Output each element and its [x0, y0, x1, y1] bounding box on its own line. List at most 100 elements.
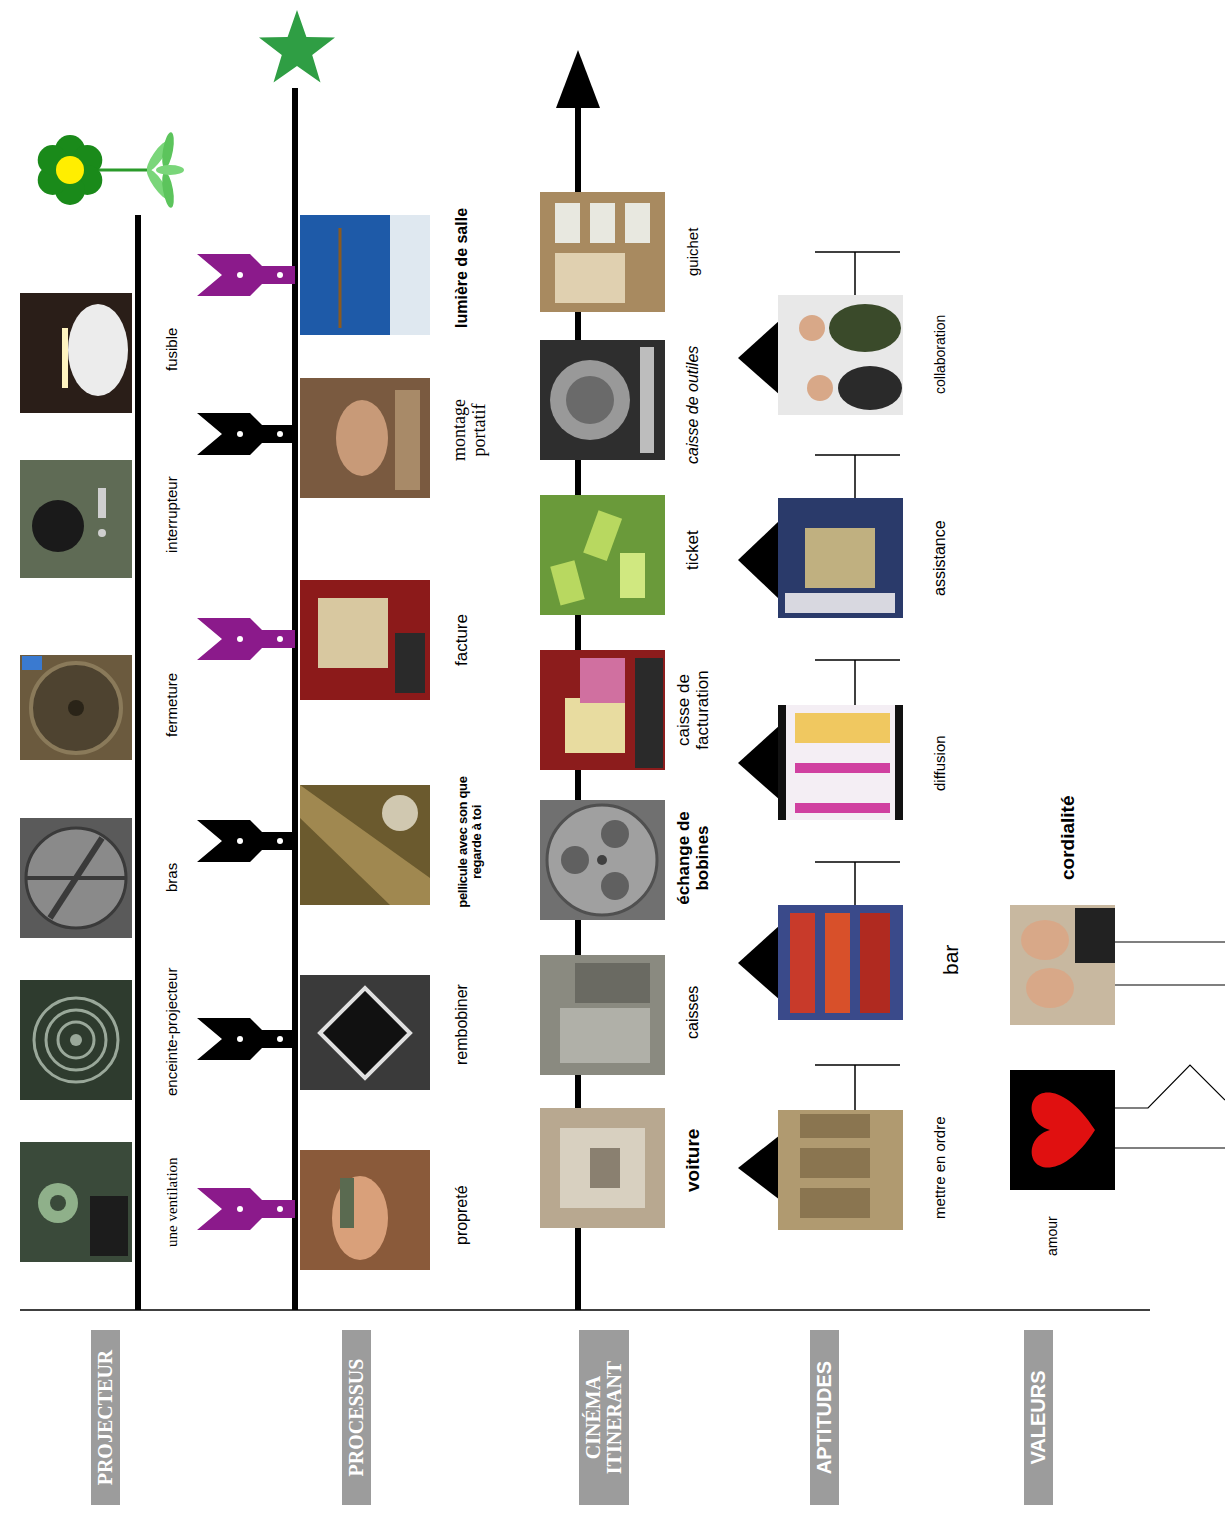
- row-label-text: CINÉMA ITINERANT: [583, 1338, 625, 1497]
- camera-symbol: [738, 1135, 780, 1200]
- photo-detail: [829, 304, 901, 352]
- photo: [540, 192, 665, 312]
- photo-detail: [339, 228, 342, 328]
- photo-caption: facture: [453, 614, 472, 666]
- bracket: [815, 659, 900, 661]
- photo-detail: [382, 795, 418, 831]
- photo-detail: [635, 658, 663, 768]
- photo: [540, 1108, 665, 1228]
- row-label: PROCESSUS: [342, 1330, 371, 1505]
- photo: [20, 980, 132, 1100]
- photo-detail: [68, 700, 84, 716]
- photo-caption: voiture: [683, 1129, 704, 1192]
- photo-detail: [98, 488, 106, 518]
- photo-detail: [560, 1128, 645, 1208]
- clothes-peg: [197, 1018, 295, 1060]
- photo-detail: [395, 390, 420, 490]
- photo-detail: [98, 529, 106, 537]
- flower-leaf: [160, 131, 176, 168]
- peg-dot: [277, 431, 283, 437]
- photo-detail: [332, 1176, 388, 1260]
- wire: [1115, 984, 1225, 985]
- camera-symbol: [738, 520, 780, 600]
- peg-dot: [277, 636, 283, 642]
- row-label-text: PROCESSUS: [346, 1338, 367, 1497]
- peg-dot: [277, 1206, 283, 1212]
- photo-detail: [550, 360, 630, 440]
- wire: [1115, 1065, 1225, 1108]
- photo-detail: [561, 846, 589, 874]
- photo-detail: [50, 1195, 66, 1211]
- photo-caption: bras: [164, 863, 181, 892]
- row-label: VALEURS: [1024, 1330, 1053, 1505]
- photo-detail: [800, 1114, 870, 1138]
- photo-caption: pellicule avec son que regarde à toi: [456, 753, 485, 931]
- bracket: [854, 455, 856, 498]
- bracket: [854, 660, 856, 705]
- timeline-axis: [135, 215, 141, 1310]
- photo: [300, 580, 430, 700]
- photo-detail: [70, 1034, 82, 1046]
- goal-star: [259, 10, 335, 82]
- photo-detail: [860, 913, 890, 1013]
- photo: [1010, 1070, 1115, 1190]
- peg-dot: [237, 1206, 243, 1212]
- photo-detail: [795, 713, 890, 743]
- photo-detail: [805, 528, 875, 588]
- clothes-peg: [197, 413, 295, 455]
- photo: [540, 495, 665, 615]
- peg-dot: [277, 838, 283, 844]
- wire: [1115, 1147, 1225, 1148]
- photo: [540, 800, 665, 920]
- wire: [1115, 941, 1225, 942]
- photo: [20, 818, 132, 938]
- photo-detail: [68, 304, 128, 396]
- photo-detail: [318, 598, 388, 668]
- row-label: APTITUDES: [810, 1330, 839, 1505]
- photo-detail: [799, 315, 825, 341]
- photo-detail: [34, 998, 118, 1082]
- row-label: CINÉMA ITINERANT: [579, 1330, 629, 1505]
- photo: [778, 905, 903, 1020]
- bracket: [815, 251, 900, 253]
- bracket: [815, 1064, 900, 1066]
- flower-leaf: [160, 171, 176, 208]
- photo-detail: [601, 820, 629, 848]
- photo-detail: [555, 203, 580, 243]
- row-label: PROJECTEUR: [91, 1330, 120, 1505]
- photo-detail: [800, 1188, 870, 1218]
- photo-caption: caisses: [684, 986, 702, 1039]
- photo-detail: [320, 988, 410, 1078]
- clothes-peg: [197, 820, 295, 862]
- photo-detail: [580, 658, 625, 703]
- photo: [300, 378, 430, 498]
- photo: [540, 340, 665, 460]
- photo-caption: interrupteur: [164, 476, 181, 553]
- arrow-head: [556, 50, 600, 108]
- photo-caption: enceinte-projecteur: [164, 968, 181, 1096]
- photo-detail: [22, 656, 42, 670]
- photo-detail: [1075, 908, 1115, 963]
- photo: [540, 955, 665, 1075]
- row-divider: [20, 1309, 1150, 1311]
- photo-caption: lumière de salle: [453, 208, 471, 328]
- photo-caption: ticket: [684, 530, 703, 570]
- photo-detail: [555, 253, 625, 303]
- photo-caption: une ventilation: [164, 1157, 181, 1247]
- photo-caption: cordialité: [1058, 796, 1079, 880]
- flower-leaf: [156, 165, 184, 175]
- photo-detail: [1021, 920, 1069, 960]
- photo-caption: assistance: [931, 520, 949, 596]
- photo-caption: mettre en ordre: [932, 1116, 949, 1219]
- photo-detail: [785, 593, 895, 613]
- photo: [300, 785, 430, 905]
- photo-detail: [550, 560, 585, 605]
- bracket: [854, 1065, 856, 1110]
- photo-detail: [620, 553, 645, 598]
- row-label-text: PROJECTEUR: [95, 1338, 116, 1497]
- photo-detail: [38, 1183, 78, 1223]
- photo-detail: [547, 805, 657, 915]
- photo-caption: propreté: [453, 1185, 471, 1245]
